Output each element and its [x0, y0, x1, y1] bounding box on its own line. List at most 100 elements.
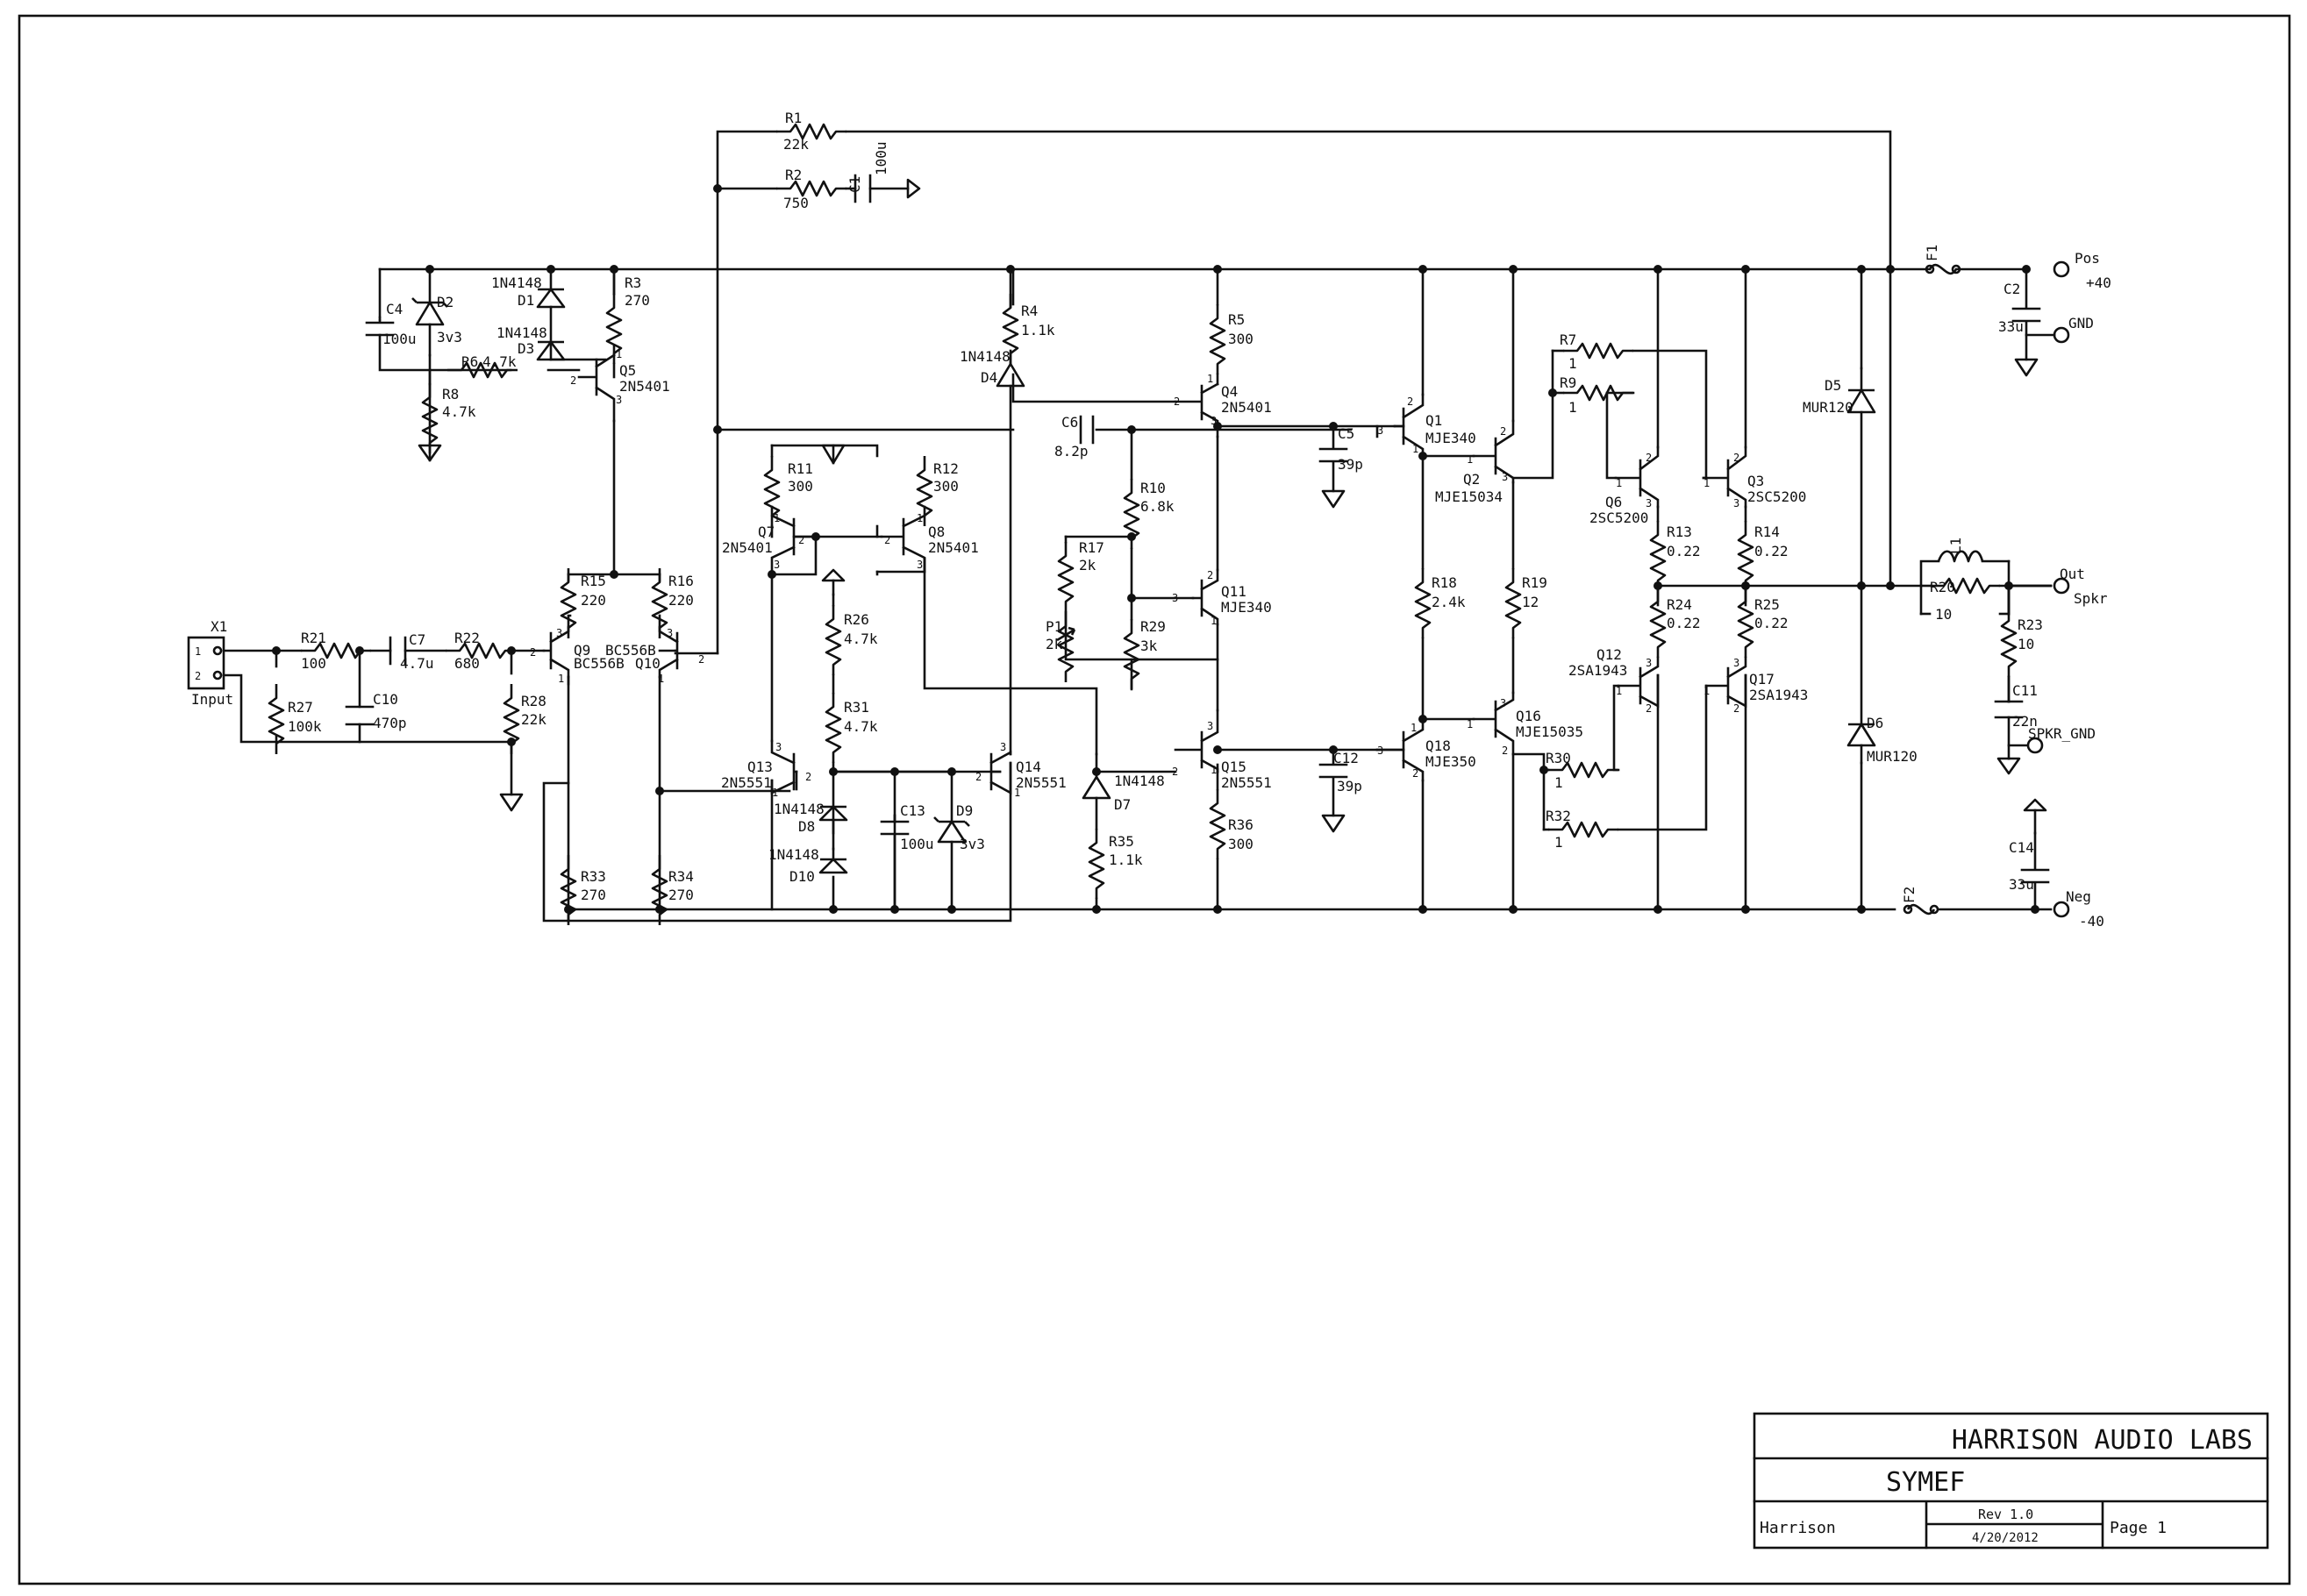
spkr-gnd-port: SPKR_GND	[2028, 725, 2096, 742]
D6-value: MUR120	[1867, 748, 1918, 765]
svg-text:1: 1	[917, 512, 923, 524]
Q3-value: 2SC5200	[1747, 488, 1806, 505]
Q14-value: 2N5551	[1016, 774, 1067, 791]
R6-value: 4.7k	[482, 353, 517, 370]
Q2-ref: Q2	[1463, 471, 1480, 488]
misc-symbols	[187, 178, 2070, 918]
title-block: HARRISON AUDIO LABS SYMEF Harrison Rev 1…	[1753, 1412, 2269, 1550]
Q3-ref: Q3	[1747, 473, 1764, 489]
R17-value: 2k	[1079, 557, 1096, 574]
R1-value: 22k	[783, 136, 809, 153]
Q4-value: 2N5401	[1221, 399, 1272, 416]
D9-ref: D9	[956, 802, 973, 819]
C4-value: 100u	[382, 331, 417, 347]
R30-value: 1	[1554, 774, 1563, 791]
svg-text:2: 2	[975, 771, 982, 783]
R26-ref: R26	[844, 611, 869, 628]
Q13-value: 2N5551	[721, 774, 772, 791]
Q12-ref: Q12	[1596, 646, 1622, 663]
svg-text:3: 3	[1646, 657, 1652, 669]
company-name: HARRISON AUDIO LABS	[1952, 1425, 2253, 1456]
svg-text:1: 1	[1207, 373, 1213, 385]
C5-ref: C5	[1338, 425, 1354, 442]
L1-ref: L1	[1947, 538, 1964, 554]
R8-ref: R8	[442, 386, 459, 403]
svg-text:2: 2	[1502, 745, 1508, 757]
Q4-ref: Q4	[1221, 383, 1238, 400]
svg-text:1: 1	[1616, 477, 1622, 489]
svg-text:1: 1	[1703, 685, 1710, 697]
R1-ref: R1	[785, 110, 802, 126]
R9-value: 1	[1568, 399, 1577, 416]
svg-text:1: 1	[1211, 764, 1217, 776]
R11-ref: R11	[788, 460, 813, 477]
svg-text:2: 2	[698, 653, 704, 666]
D9-value: 3v3	[960, 836, 985, 852]
svg-text:2: 2	[798, 534, 804, 546]
Q10-value: BC556B	[605, 642, 656, 659]
Q17-ref: Q17	[1749, 671, 1775, 688]
svg-text:1: 1	[1411, 722, 1417, 734]
F1-ref: F1	[1924, 245, 1940, 261]
R14-value: 0.22	[1754, 543, 1789, 559]
Q5-value: 2N5401	[619, 378, 670, 395]
svg-text:1: 1	[1703, 477, 1710, 489]
R10-ref: R10	[1140, 480, 1166, 496]
Q1-value: MJE340	[1425, 430, 1476, 446]
D1-ref: D1	[518, 292, 534, 309]
C1-value: 100u	[873, 141, 889, 175]
R4-ref: R4	[1021, 303, 1038, 319]
R36-value: 300	[1228, 836, 1253, 852]
neg-port-name: Neg	[2066, 888, 2091, 905]
gnd-port-name: GND	[2068, 315, 2094, 331]
svg-text:3: 3	[1211, 415, 1217, 427]
C13-ref: C13	[900, 802, 925, 819]
F2-ref: F2	[1901, 887, 1918, 903]
Q7-ref: Q7	[758, 524, 775, 540]
R17-ref: R17	[1079, 539, 1104, 556]
R24-value: 0.22	[1667, 615, 1701, 631]
R24-ref: R24	[1667, 596, 1692, 613]
Q2-value: MJE15034	[1435, 488, 1503, 505]
R9-ref: R9	[1560, 374, 1576, 391]
svg-text:3: 3	[1377, 745, 1383, 757]
R6-ref: R6	[461, 353, 478, 370]
R15-ref: R15	[581, 573, 606, 589]
R36-ref: R36	[1228, 816, 1253, 833]
C1-ref: C1	[846, 176, 863, 193]
svg-text:3: 3	[1646, 497, 1652, 509]
R20-ref: R20	[1930, 579, 1955, 595]
D8-ref: D8	[798, 818, 815, 835]
R19-value: 12	[1522, 594, 1539, 610]
svg-text:1: 1	[1616, 685, 1622, 697]
Q6-ref: Q6	[1605, 494, 1622, 510]
svg-text:3: 3	[1172, 592, 1178, 604]
wires	[378, 130, 2053, 911]
D3-value: 1N4148	[496, 324, 547, 341]
D10-ref: D10	[789, 868, 815, 885]
R22-value: 680	[454, 655, 480, 672]
Q7-value: 2N5401	[722, 539, 773, 556]
R20-value: 10	[1935, 606, 1952, 623]
svg-text:2: 2	[570, 374, 576, 387]
svg-text:1: 1	[772, 787, 778, 799]
Q9-ref: Q9	[574, 642, 590, 659]
D1-value: 1N4148	[491, 274, 542, 291]
R18-ref: R18	[1432, 574, 1457, 591]
D8-value: 1N4148	[774, 801, 825, 817]
author-name: Harrison	[1760, 1519, 1836, 1537]
R31-value: 4.7k	[844, 718, 878, 735]
R34-ref: R34	[668, 868, 694, 885]
R32-ref: R32	[1546, 808, 1571, 824]
R29-value: 3k	[1140, 638, 1158, 654]
svg-text:3: 3	[616, 394, 622, 406]
input-port-label: Input	[191, 691, 233, 708]
D4-ref: D4	[981, 369, 997, 386]
svg-text:3: 3	[667, 627, 673, 639]
P1-value: 2k	[1046, 636, 1063, 652]
neg-port-value: -40	[2079, 913, 2104, 930]
svg-text:3: 3	[556, 627, 562, 639]
svg-text:1: 1	[1014, 787, 1020, 799]
D7-value: 1N4148	[1114, 773, 1165, 789]
